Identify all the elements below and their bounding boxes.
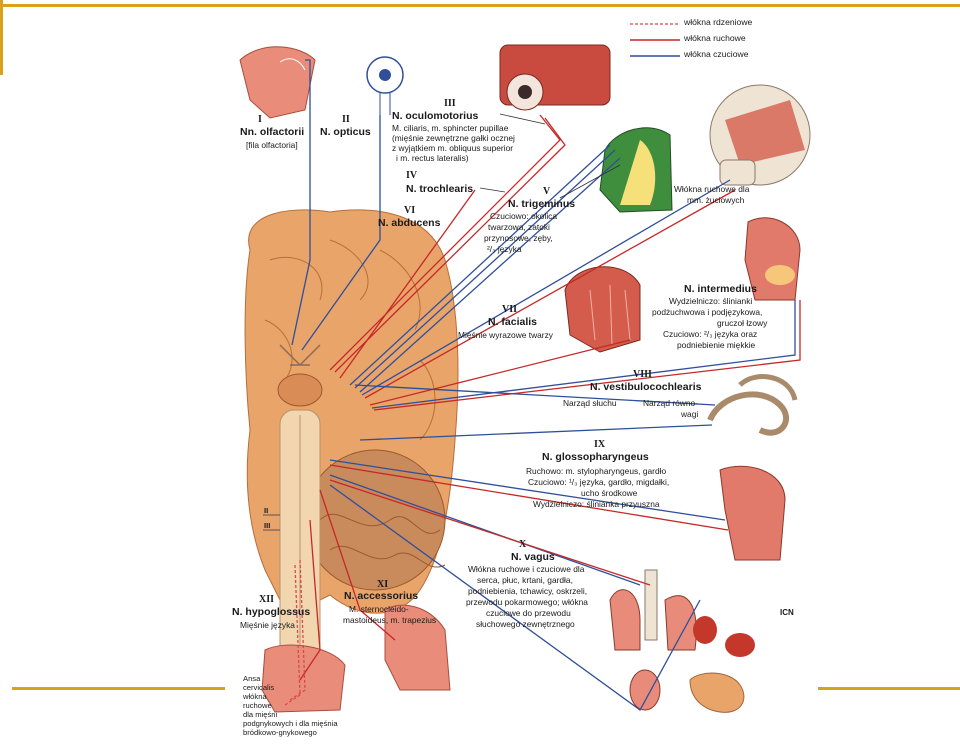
nerve-v-desc-3: przynosowe, zęby, <box>484 233 553 243</box>
nerve-vi-number: VI <box>404 205 416 216</box>
nerve-v-desc-2: twarzowa, zatoki <box>488 222 550 232</box>
nerve-xii-number: XII <box>259 594 275 605</box>
ansa-line-1: Ansa <box>243 674 261 683</box>
nerve-intermedius-desc-3: gruczoł łzowy <box>717 318 768 328</box>
nerve-x-desc-1: Włókna ruchowe i czuciowe dla <box>468 564 585 574</box>
nerve-viii-number: VIII <box>633 369 652 380</box>
nerve-v-motor-desc-2: mm. żuciowych <box>687 195 745 205</box>
neck-illustration <box>384 604 451 691</box>
ansa-line-5: dla mięśni <box>243 710 278 719</box>
legend-sensory: włókna czuciowe <box>684 49 749 59</box>
spinal-nerve-ticks <box>263 514 280 531</box>
facial-muscles-illustration <box>564 266 641 353</box>
thoracic-organs-illustration <box>609 569 755 713</box>
nerve-v-name: N. trigeminus <box>508 198 576 210</box>
nerve-iv-number: IV <box>406 170 418 181</box>
ansa-line-3: włókna <box>243 692 267 701</box>
nerve-iii-desc-4: i m. rectus lateralis) <box>396 153 469 163</box>
ansa-line-2: cervicalis <box>243 683 275 692</box>
nerve-viii-desc-1: Narząd słuchu <box>563 398 617 408</box>
ansa-line-7: bródkowo-gnykowego <box>243 728 317 737</box>
nerve-xi-desc-1: M. sternocleido- <box>349 604 409 614</box>
skull-illustration <box>709 84 811 186</box>
nerve-ii-number: II <box>342 114 350 125</box>
bottom-gold-bar-left <box>12 687 225 690</box>
nerve-xii-name: N. hypoglossus <box>232 606 311 618</box>
nerve-ix-number: IX <box>594 439 606 450</box>
nerve-vii-desc: Mięśnie wyrazowe twarzy <box>458 330 553 340</box>
face-sensory-illustration <box>599 127 673 213</box>
inner-ear-illustration <box>707 374 798 436</box>
tongue-neck-illustration <box>261 644 346 713</box>
top-gold-bar <box>0 4 960 7</box>
nerve-ix-desc-1: Ruchowo: m. stylopharyngeus, gardło <box>526 466 667 476</box>
bottom-gold-bar-right <box>818 687 960 690</box>
nerve-viii-name: N. vestibulocochlearis <box>590 381 702 393</box>
label-leaders <box>479 113 621 199</box>
nerve-iii-desc-2: (mięśnie zewnętrzne gałki ocznej <box>392 133 515 143</box>
legend-motor: włókna ruchowe <box>684 33 746 43</box>
nerve-viii-desc-3: wagi <box>681 409 699 419</box>
nerve-i-desc: [fila olfactoria] <box>246 140 298 150</box>
nerve-xi-number: XI <box>377 579 389 590</box>
nerve-i-name: Nn. olfactorii <box>240 126 305 138</box>
publisher-logo: ICN <box>780 608 794 617</box>
nerve-iii-name: N. oculomotorius <box>392 110 479 122</box>
pharynx-illustration <box>719 465 786 561</box>
nerve-x-desc-5: czuciowe do przewodu <box>486 608 571 618</box>
nerve-ix-desc-2: Czuciowo: ¹/₃ języka, gardło, migdałki, <box>528 477 670 487</box>
nerve-v-desc-4: ²/₃ języka <box>487 244 522 254</box>
nerve-xii-desc: Mięśnie języka <box>240 620 295 630</box>
legend-spinal: włókna rdzeniowe <box>684 17 753 27</box>
nerve-intermedius-name: N. intermedius <box>684 283 757 295</box>
nerve-xi-name: N. accessorius <box>344 590 419 602</box>
nerve-ix-desc-4: Wydzielniczo: ślinianka przyuszna <box>533 499 660 509</box>
nerve-x-desc-4: przewodu pokarmowego; włókna <box>466 597 588 607</box>
oral-cavity-illustration <box>744 217 801 301</box>
legend-lines <box>630 23 680 57</box>
nerve-xi-desc-2: mastoideus, m. trapezius <box>343 615 437 625</box>
nerve-iii-number: III <box>444 98 456 109</box>
nerve-intermedius-desc-5: podniebienie miękkie <box>677 340 756 350</box>
nerve-vii-name: N. facialis <box>488 316 538 328</box>
nerve-viii-desc-2: Narząd równo- <box>643 398 698 408</box>
nerve-x-desc-3: podniebienia, tchawicy, oskrzeli, <box>468 586 588 596</box>
nerve-x-number: X <box>519 539 527 550</box>
orbit-muscles-illustration <box>499 44 611 111</box>
nerve-iii-desc-3: z wyjątkiem m. obliquus superior <box>392 143 514 153</box>
nerve-intermedius-desc-2: podżuchwowa i podjęzykowa, <box>652 307 763 317</box>
nerve-v-motor-desc-1: Włókna ruchowe dla <box>674 184 750 194</box>
nerve-iv-name: N. trochlearis <box>406 183 474 195</box>
nerve-intermedius-desc-4: Czuciowo: ²/₃ języka oraz <box>663 329 758 339</box>
nerve-v-desc-1: Czuciowo: okolica <box>490 211 558 221</box>
nerve-vii-number: VII <box>502 304 518 315</box>
spinal-label-iii: III <box>264 521 271 530</box>
ansa-line-6: podgnykowych i dla mięśnia <box>243 719 338 728</box>
nerve-x-name: N. vagus <box>511 551 555 563</box>
nerve-i-number: I <box>258 114 262 125</box>
nerve-x-desc-6: słuchowego zewnętrznego <box>476 619 575 629</box>
nerve-x-desc-2: serca, płuc, krtani, gardła, <box>477 575 573 585</box>
nerve-ix-name: N. glossopharyngeus <box>542 451 649 463</box>
eye-illustration <box>366 56 404 115</box>
nerve-ix-desc-3: ucho środkowe <box>581 488 638 498</box>
nerve-fibers <box>284 59 801 711</box>
nerve-iii-desc-1: M. ciliaris, m. sphincter pupillae <box>392 123 509 133</box>
nerve-v-number: V <box>543 186 551 197</box>
nose-illustration <box>239 46 316 119</box>
ansa-line-4: ruchowe <box>243 701 272 710</box>
spinal-label-ii: II <box>264 506 269 515</box>
nerve-intermedius-desc-1: Wydzielniczo: ślinianki <box>669 296 753 306</box>
left-gold-bar <box>0 0 3 75</box>
nerve-ii-name: N. opticus <box>320 126 371 138</box>
nerve-vi-name: N. abducens <box>378 217 441 229</box>
brain-illustration <box>244 209 459 671</box>
